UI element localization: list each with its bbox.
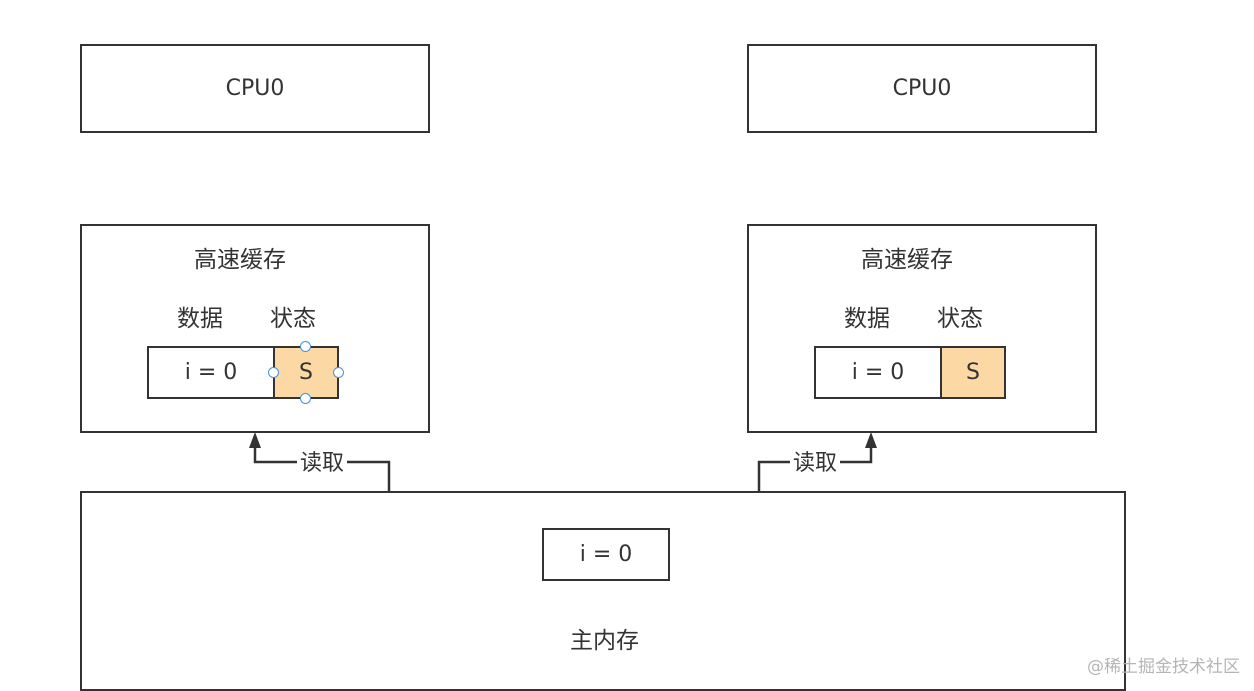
data-header: 数据: [844, 306, 890, 332]
cache-data-cell[interactable]: i = 0: [147, 346, 275, 399]
selection-handle-top[interactable]: [300, 341, 311, 352]
cpu-box-left[interactable]: CPU0: [80, 44, 430, 133]
arrow-up-icon: [865, 432, 877, 448]
cache-state-cell[interactable]: S: [940, 346, 1006, 399]
memory-value: i = 0: [579, 542, 633, 567]
selection-handle-left[interactable]: [268, 367, 279, 378]
cache-title: 高速缓存: [194, 247, 286, 273]
cache-state-value: S: [299, 360, 313, 385]
read-label-left: 读取: [297, 453, 348, 475]
watermark: @稀土掘金技术社区: [1087, 657, 1240, 677]
data-header: 数据: [177, 306, 223, 332]
cache-data-value: i = 0: [851, 360, 905, 385]
cache-title: 高速缓存: [861, 247, 953, 273]
state-header: 状态: [270, 306, 316, 332]
selection-handle-bottom[interactable]: [300, 393, 311, 404]
main-memory-box[interactable]: [80, 491, 1126, 691]
cpu-label: CPU0: [892, 76, 952, 101]
memory-value-cell[interactable]: i = 0: [542, 528, 670, 581]
cache-state-value: S: [966, 360, 980, 385]
main-memory-label: 主内存: [570, 628, 639, 654]
cache-data-value: i = 0: [184, 360, 238, 385]
state-header: 状态: [937, 306, 983, 332]
cpu-label: CPU0: [225, 76, 285, 101]
read-label-right: 读取: [790, 453, 841, 475]
cache-data-cell[interactable]: i = 0: [814, 346, 942, 399]
selection-handle-right[interactable]: [333, 367, 344, 378]
cpu-box-right[interactable]: CPU0: [747, 44, 1097, 133]
arrow-up-icon: [249, 432, 261, 448]
